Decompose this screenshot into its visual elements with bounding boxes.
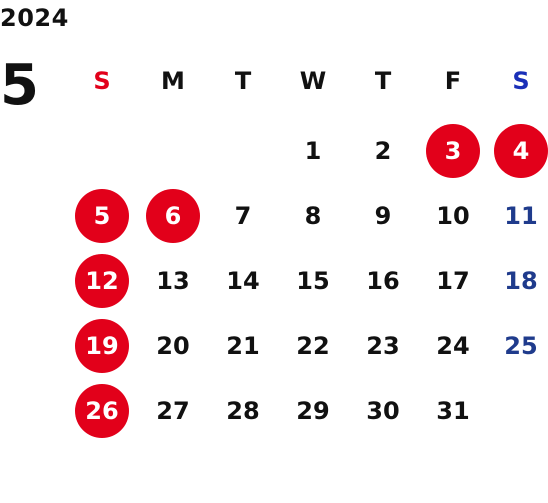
calendar-date-27: 27 (156, 397, 190, 425)
calendar-date-28: 28 (226, 397, 260, 425)
holiday-date-19: 19 (75, 319, 129, 373)
weekday-header-wednesday: W (299, 67, 327, 95)
holiday-date-6: 6 (146, 189, 200, 243)
calendar-date-23: 23 (366, 332, 400, 360)
holiday-date-3: 3 (426, 124, 480, 178)
weekday-header-saturday: S (512, 67, 530, 95)
calendar-date-18: 18 (504, 267, 538, 295)
holiday-date-12: 12 (75, 254, 129, 308)
holiday-date-26: 26 (75, 384, 129, 438)
weekday-header-friday: F (444, 67, 462, 95)
year-label: 2024 (0, 4, 69, 32)
calendar-date-24: 24 (436, 332, 470, 360)
holiday-date-5: 5 (75, 189, 129, 243)
weekday-header-tuesday: T (234, 67, 252, 95)
calendar-date-13: 13 (156, 267, 190, 295)
calendar-date-8: 8 (304, 202, 322, 230)
calendar-date-2: 2 (374, 137, 392, 165)
holiday-date-4: 4 (494, 124, 548, 178)
calendar-date-11: 11 (504, 202, 538, 230)
calendar-date-10: 10 (436, 202, 470, 230)
calendar-date-7: 7 (234, 202, 252, 230)
calendar-date-31: 31 (436, 397, 470, 425)
month-number: 5 (0, 53, 39, 118)
calendar-date-15: 15 (296, 267, 330, 295)
calendar-date-22: 22 (296, 332, 330, 360)
calendar-date-30: 30 (366, 397, 400, 425)
calendar-date-21: 21 (226, 332, 260, 360)
calendar-date-17: 17 (436, 267, 470, 295)
weekday-header-thursday: T (374, 67, 392, 95)
calendar-date-16: 16 (366, 267, 400, 295)
calendar-date-29: 29 (296, 397, 330, 425)
calendar-date-1: 1 (304, 137, 322, 165)
calendar-date-25: 25 (504, 332, 538, 360)
calendar-date-9: 9 (374, 202, 392, 230)
calendar-date-14: 14 (226, 267, 260, 295)
weekday-header-monday: M (161, 67, 185, 95)
calendar-date-20: 20 (156, 332, 190, 360)
weekday-header-sunday: S (93, 67, 111, 95)
